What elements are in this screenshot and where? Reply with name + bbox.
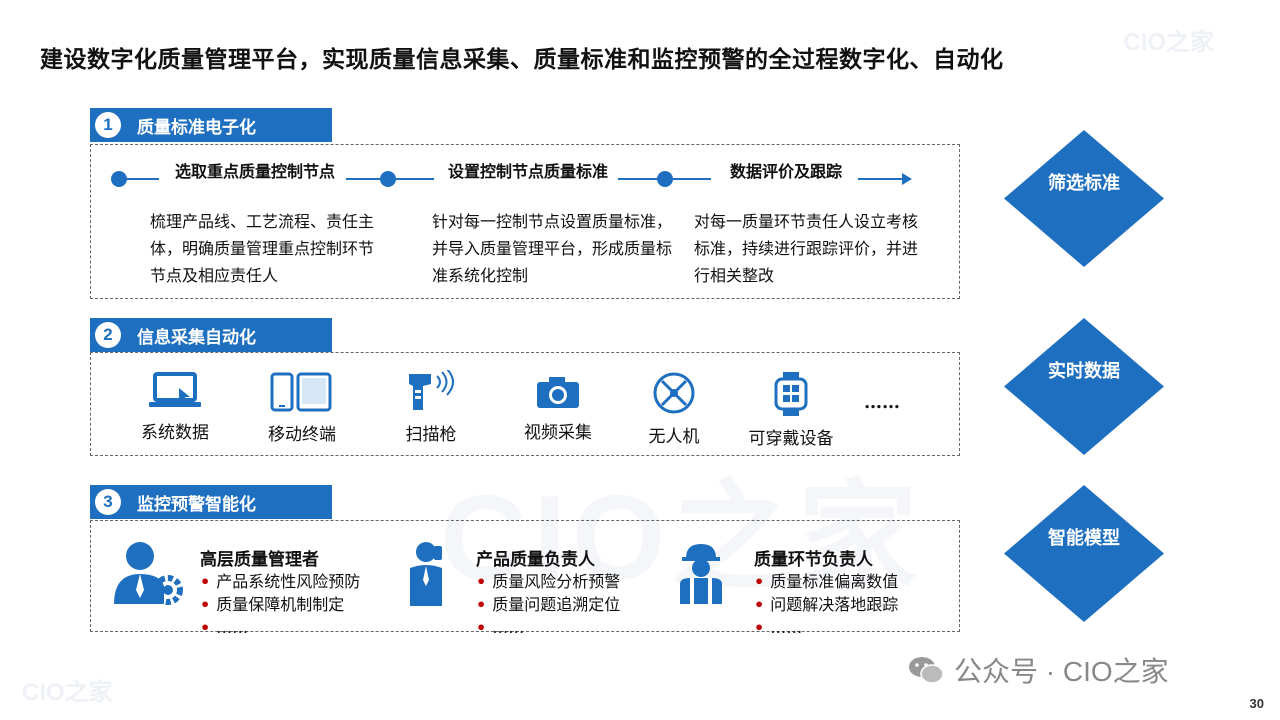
smartwatch-icon	[774, 372, 808, 416]
flow-dot-3	[657, 171, 673, 187]
footer-brand-text: 公众号 · CIO之家	[954, 656, 1169, 687]
tag-diamond-1-text: 筛选标准	[1048, 173, 1120, 194]
device-label: 视频采集	[524, 423, 592, 443]
device-wearable: 可穿戴设备	[736, 372, 846, 449]
phone-person-icon	[410, 542, 442, 606]
section-2-number: 2	[95, 322, 121, 348]
tag-diamond-1: 筛选标准	[1004, 130, 1164, 267]
watermark-top: CIO之家	[1123, 29, 1214, 56]
flow-line-5	[673, 178, 711, 180]
role-item: 质量问题追溯定位	[492, 595, 621, 614]
flow-dot-1	[111, 171, 127, 187]
watermark-center: CIO之家	[440, 471, 924, 605]
scanner-icon	[409, 370, 454, 410]
section-3-box	[90, 520, 960, 632]
section-1-heading: 质量标准电子化	[137, 117, 256, 138]
flow-line-2	[346, 178, 380, 180]
role-title: 质量环节负责人	[754, 550, 873, 570]
step-1-description: 梳理产品线、工艺流程、责任主体，明确质量管理重点控制环节节点及相应责任人	[150, 212, 375, 285]
role-quality-process-lead: 质量环节负责人 •质量标准偏离数值 •问题解决落地跟踪 •……	[754, 545, 898, 639]
section-2-header: 2 信息采集自动化	[90, 318, 332, 352]
watermark-bottom-left: CIO之家	[22, 679, 113, 706]
device-scanner: 扫描枪	[376, 370, 486, 445]
worker-icon	[680, 544, 722, 604]
device-mobile-terminal: 移动终端	[247, 372, 357, 445]
section-3-header: 3 监控预警智能化	[90, 485, 332, 519]
tag-diamond-3-text: 智能模型	[1048, 528, 1120, 549]
step-3-description: 对每一质量环节责任人设立考核标准，持续进行跟踪评价，并进行相关整改	[694, 212, 919, 285]
step-1-title: 选取重点质量控制节点	[175, 162, 336, 181]
role-item: ……	[216, 618, 249, 637]
section-1-number: 1	[95, 112, 121, 138]
device-label: 可穿戴设备	[748, 429, 834, 449]
role-item: 质量保障机制制定	[216, 595, 345, 614]
camera-icon	[537, 377, 579, 408]
flow-line-4	[618, 178, 658, 180]
device-system-data: 系统数据	[120, 372, 230, 443]
step-2-title: 设置控制节点质量标准	[447, 162, 608, 181]
role-title: 产品质量负责人	[476, 550, 595, 570]
role-senior-manager: 高层质量管理者 •产品系统性风险预防 •质量保障机制制定 •……	[200, 545, 360, 639]
page-number: 30	[1249, 696, 1264, 711]
role-item: 质量标准偏离数值	[770, 572, 899, 591]
section-1-box	[90, 144, 960, 299]
role-item: 产品系统性风险预防	[216, 572, 361, 591]
footer-brand: 公众号 · CIO之家	[908, 650, 1169, 690]
section-1-header: 1 质量标准电子化	[90, 108, 332, 142]
drone-icon	[653, 372, 695, 414]
step-3-title: 数据评价及跟踪	[729, 162, 842, 181]
tag-diamond-2: 实时数据	[1004, 318, 1164, 455]
device-video-capture: 视频采集	[503, 374, 613, 443]
role-item: 质量风险分析预警	[492, 572, 621, 591]
role-item: ……	[492, 618, 525, 637]
device-label: 扫描枪	[405, 425, 457, 445]
section-3-heading: 监控预警智能化	[137, 494, 256, 515]
tag-diamond-2-text: 实时数据	[1048, 361, 1120, 382]
step-2-description: 针对每一控制节点设置质量标准，并导入质量管理平台，形成质量标准系统化控制	[432, 212, 673, 285]
device-label: 系统数据	[141, 423, 209, 443]
flow-line-6	[858, 178, 902, 180]
wechat-icon	[909, 657, 944, 684]
section-2-heading: 信息采集自动化	[137, 327, 256, 348]
role-title: 高层质量管理者	[200, 550, 319, 570]
page-title: 建设数字化质量管理平台，实现质量信息采集、质量标准和监控预警的全过程数字化、自动…	[40, 46, 1004, 73]
manager-gear-icon	[114, 542, 183, 605]
flow-arrow	[902, 173, 912, 185]
section-3-number: 3	[95, 489, 121, 515]
flow-dot-2	[380, 171, 396, 187]
laptop-icon	[149, 372, 201, 407]
role-item: ……	[770, 618, 803, 637]
flow-line-1	[127, 178, 159, 180]
device-label: 移动终端	[268, 425, 336, 445]
device-drone: 无人机	[619, 372, 729, 447]
mobile-tablet-icon	[270, 372, 332, 412]
section-2-box	[90, 352, 960, 456]
more-devices: ……	[864, 392, 900, 413]
tag-diamond-3: 智能模型	[1004, 485, 1164, 622]
role-item: 问题解决落地跟踪	[770, 595, 899, 614]
role-product-quality-lead: 产品质量负责人 •质量风险分析预警 •质量问题追溯定位 •……	[476, 545, 620, 639]
device-label: 无人机	[648, 427, 700, 447]
flow-line-3	[396, 178, 434, 180]
